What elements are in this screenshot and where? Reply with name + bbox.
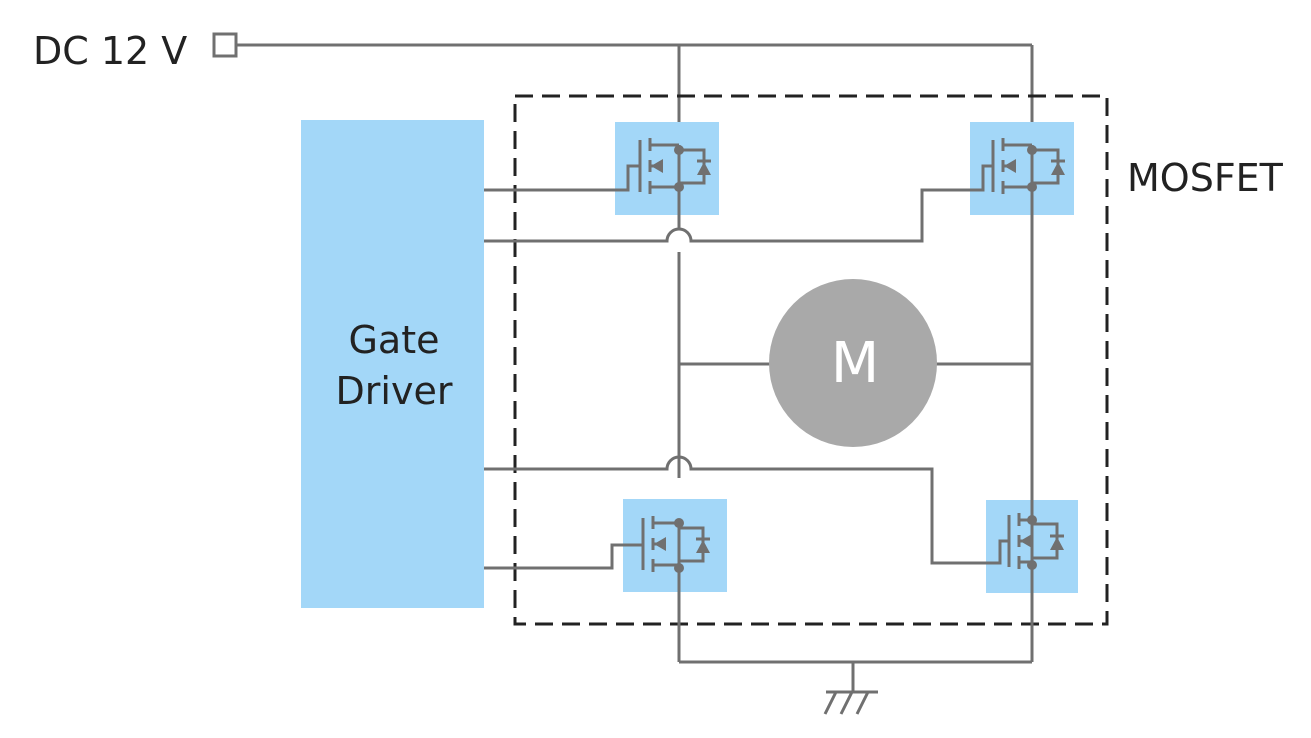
mosfet-low-left [641, 516, 710, 573]
mosfet-low-right [1007, 513, 1064, 570]
ground-icon [823, 690, 878, 715]
supply-terminal-icon [212, 32, 238, 58]
gate-wire-low-left [484, 455, 1009, 565]
body-diode-icon [1051, 162, 1065, 175]
gate-driver-label-line2: Driver [336, 369, 453, 413]
body-diode-icon [696, 540, 710, 553]
mosfet-high-right [991, 138, 1065, 194]
mosfet-module-label: MOSFET [1127, 156, 1284, 200]
ground-rail [679, 660, 1032, 692]
gate-wire-high-right [484, 164, 993, 243]
mosfet-module-boundary [513, 94, 1109, 626]
supply-label: DC 12 V [33, 29, 187, 73]
gate-driver-label-line1: Gate [348, 318, 439, 362]
gate-driver-block [301, 120, 484, 608]
motor-label: M [831, 331, 879, 396]
body-diode-icon [697, 162, 711, 175]
motor-icon [769, 279, 937, 447]
gate-wire-low-right [484, 543, 643, 570]
body-diode-icon [1050, 537, 1064, 550]
mosfet-high-left [638, 138, 711, 194]
gate-wire-high-left [484, 164, 640, 192]
